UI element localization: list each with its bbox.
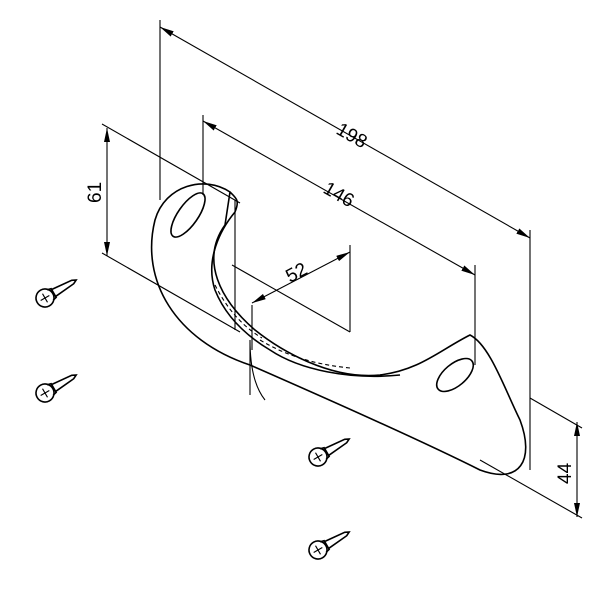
dimension-label: 52 xyxy=(282,259,311,287)
dimension-61: 61 xyxy=(85,123,241,333)
textured-grip xyxy=(214,284,263,339)
dimension-146: 146 xyxy=(202,115,476,365)
screw-2 xyxy=(35,374,78,403)
screw-4 xyxy=(308,531,351,560)
screw-3 xyxy=(308,438,351,467)
dimension-44: 44 xyxy=(479,397,583,519)
dimension-label: 198 xyxy=(333,119,371,153)
dimension-label: 61 xyxy=(85,182,106,203)
dimension-52: 52 xyxy=(231,245,351,350)
dimension-label: 146 xyxy=(320,178,358,212)
handle-body xyxy=(150,183,527,476)
dimension-label: 44 xyxy=(555,462,576,484)
mounting-hole-left xyxy=(170,192,206,238)
mounting-hole-right xyxy=(435,357,475,393)
screw-1 xyxy=(35,279,78,308)
